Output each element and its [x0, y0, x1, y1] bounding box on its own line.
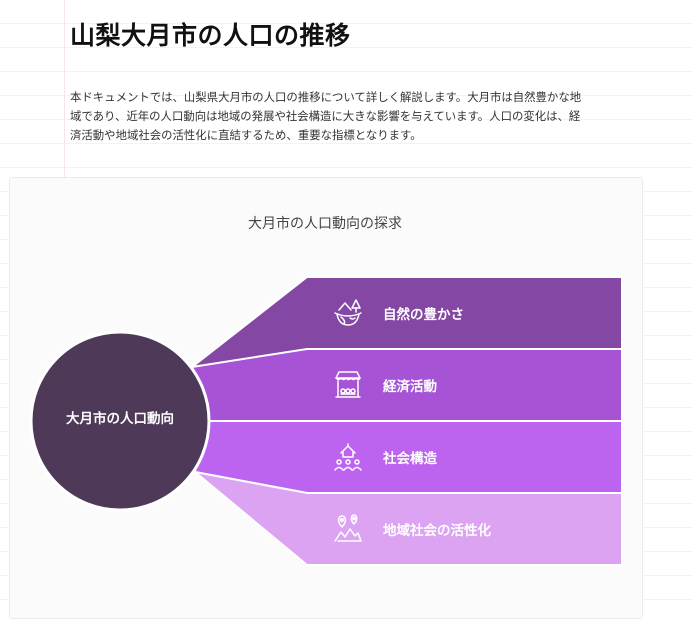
- hub-label: 大月市の人口動向: [66, 411, 174, 427]
- band-label-community-revitalization: 地域社会の活性化: [383, 523, 491, 539]
- band-label-economy: 経済活動: [383, 379, 437, 395]
- diagram-title: 大月市の人口動向の探求: [248, 216, 402, 232]
- page-title: 山梨大月市の人口の推移: [70, 21, 351, 50]
- intro-paragraph: 本ドキュメントでは、山梨県大月市の人口の推移について詳しく解説します。大月市は自…: [70, 90, 582, 142]
- location-pins-icon: [334, 514, 362, 542]
- band-label-nature: 自然の豊かさ: [383, 307, 464, 323]
- community-group-icon: [334, 443, 362, 471]
- hub-circle: [29, 330, 211, 512]
- band-community-revitalization: [191, 470, 623, 566]
- band-label-social-structure: 社会構造: [383, 451, 437, 467]
- diagram-graphic: [29, 276, 623, 566]
- nature-landscape-icon: [334, 299, 362, 326]
- market-stall-icon: [335, 371, 361, 398]
